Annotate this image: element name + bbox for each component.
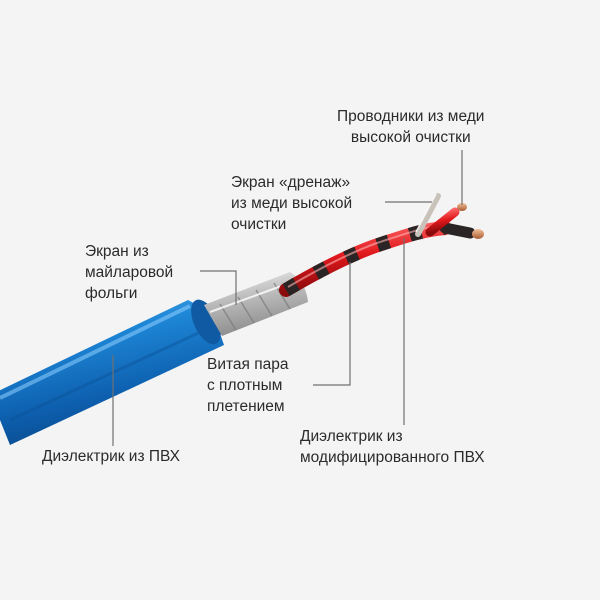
label-conductors: Проводники из меди высокой очистки [337,106,484,148]
leader-foil [200,270,237,305]
label-drain-line-2: из меди высокой [231,195,353,212]
label-twisted-pair-line-1: Витая пара [207,356,289,373]
label-foil: Экран из майларовой фольги [85,241,173,304]
label-conductors-line-1: Проводники из меди [337,108,485,125]
label-conductors-line-2: высокой очистки [350,129,471,146]
label-twisted-pair-line-2: с плотным [207,377,283,394]
label-modified-pvc-line-2: модифицированного ПВХ [300,449,485,466]
label-modified-pvc: Диэлектрик из модифицированного ПВХ [300,426,485,468]
label-modified-pvc-line-1: Диэлектрик из [300,428,403,445]
label-foil-line-1: Экран из [85,243,149,260]
label-drain-line-3: очистки [231,216,287,233]
label-twisted-pair-line-3: плетением [207,398,285,415]
label-twisted-pair: Витая пара с плотным плетением [207,354,289,417]
pvc-jacket [0,299,224,445]
label-foil-line-2: майларовой [85,264,174,281]
drain-wire [415,193,441,237]
label-pvc-jacket-line-1: Диэлектрик из ПВХ [42,448,181,465]
label-drain: Экран «дренаж» из меди высокой очистки [231,172,352,235]
label-pvc-jacket: Диэлектрик из ПВХ [42,446,180,467]
label-drain-line-1: Экран «дренаж» [231,174,351,191]
leader-lines [112,150,463,446]
leader-twisted-pair [313,262,351,386]
label-foil-line-3: фольги [85,285,138,302]
